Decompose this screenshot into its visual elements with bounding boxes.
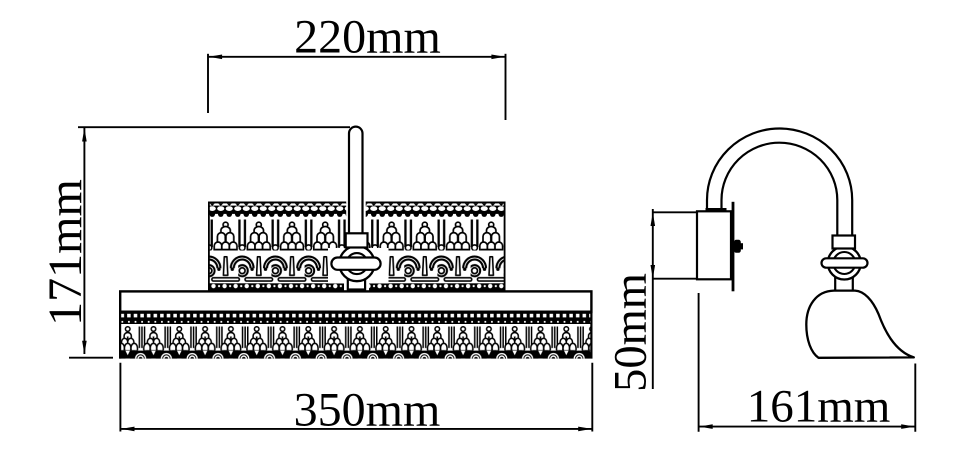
- svg-text:50mm: 50mm: [606, 273, 657, 392]
- svg-text:161mm: 161mm: [747, 380, 891, 432]
- svg-text:220mm: 220mm: [294, 11, 441, 64]
- svg-text:350mm: 350mm: [294, 384, 441, 437]
- svg-text:171mm: 171mm: [39, 179, 92, 326]
